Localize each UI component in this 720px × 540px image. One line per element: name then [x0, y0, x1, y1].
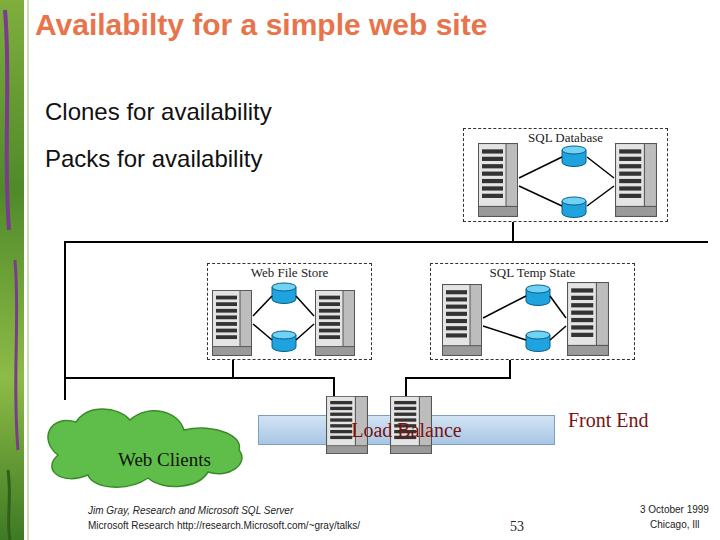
decor-stroke — [5, 10, 9, 230]
node-label: Web File Store — [208, 265, 371, 281]
disk-icon — [526, 285, 550, 306]
server-group-box: SQL Temp State — [430, 263, 635, 360]
network-connector — [233, 360, 334, 415]
footer-text: Microsoft Research http://research.Micro… — [88, 520, 488, 531]
decor-stroke — [8, 470, 10, 540]
pack-link — [519, 186, 562, 206]
cloud-shape — [38, 400, 248, 490]
pack-link — [483, 296, 526, 318]
pack-link — [483, 326, 526, 340]
load-balance-band: Load Balance — [258, 415, 555, 445]
server-icon — [616, 144, 657, 217]
pack-link — [550, 326, 566, 340]
decor-line — [28, 0, 29, 540]
server-icon — [213, 290, 252, 355]
pack-link — [587, 186, 614, 206]
server-icon — [568, 283, 609, 356]
slide-title: Availabilty for a simple web site — [35, 8, 715, 42]
disk-icon — [272, 283, 296, 304]
server-group-box: Web File Store — [207, 263, 372, 360]
server-icon — [443, 285, 482, 356]
group-label: Front End — [568, 409, 708, 432]
decor-stroke — [15, 260, 18, 450]
server-icon — [316, 290, 355, 355]
page-number: 53 — [510, 519, 550, 535]
pack-link — [519, 157, 562, 178]
node-label: Load Balance — [259, 419, 554, 442]
footer-text: 3 October 1999 — [640, 504, 720, 515]
server-group-box: SQL Database — [463, 128, 668, 222]
pack-link — [296, 324, 314, 340]
server-icon — [479, 144, 518, 217]
node-label: Web Clients — [118, 449, 246, 471]
node-label: SQL Temp State — [431, 265, 634, 281]
disk-icon — [562, 197, 586, 218]
footer-text: Chicago, Ill — [650, 519, 720, 530]
network-connector — [65, 222, 513, 415]
pack-link — [550, 296, 566, 318]
bullet-text: Packs for availability — [45, 145, 465, 173]
footer-text: Jim Gray, Research and Microsoft SQL Ser… — [88, 505, 468, 516]
pack-link — [253, 324, 272, 340]
network-connector — [406, 360, 510, 415]
pack-link — [587, 157, 614, 178]
disk-icon — [526, 331, 550, 352]
pack-link — [253, 296, 272, 316]
cloud-outline — [48, 409, 242, 487]
node-label: SQL Database — [464, 130, 667, 146]
disk-icon — [272, 331, 296, 352]
disk-icon — [562, 146, 586, 167]
bullet-text: Clones for availability — [45, 98, 465, 126]
pack-link — [296, 296, 314, 316]
network-wire — [513, 241, 708, 243]
decor-strip — [0, 0, 24, 540]
client-cloud: Web Clients — [38, 400, 248, 490]
